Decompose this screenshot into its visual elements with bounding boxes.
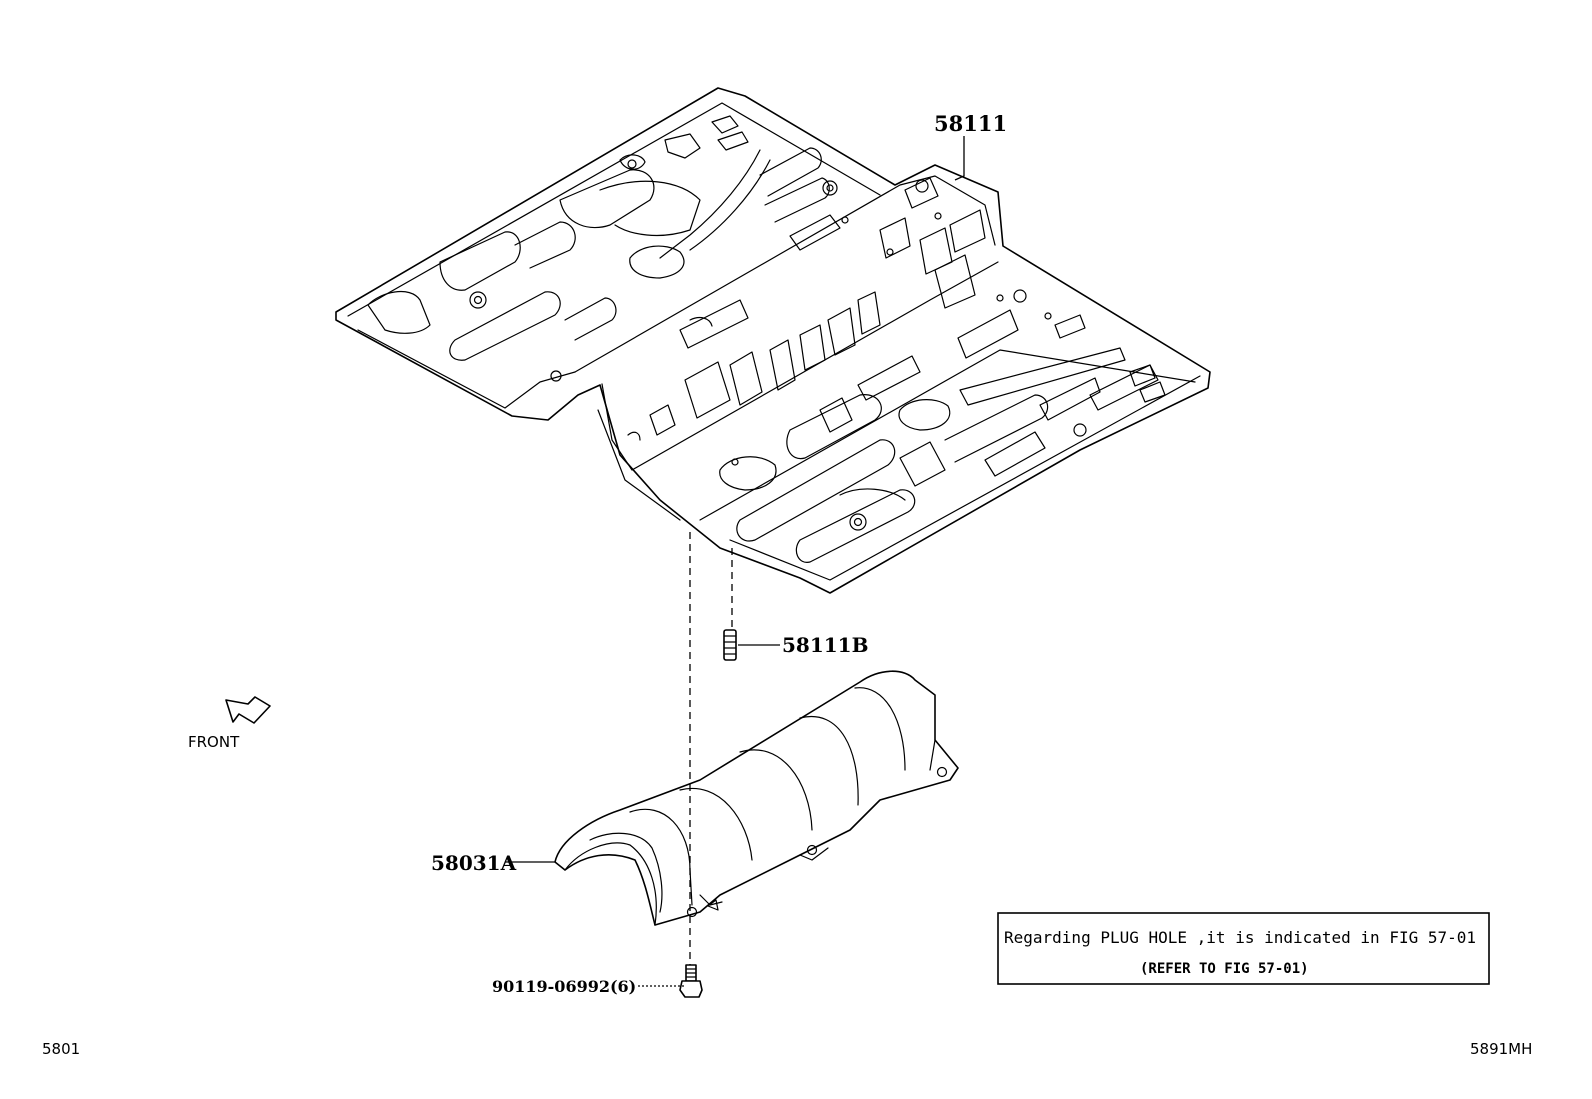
front-label: FRONT bbox=[188, 733, 240, 751]
footer-right-code: 5891MH bbox=[1470, 1040, 1532, 1058]
note-line-2[interactable]: (REFER TO FIG 57-01) bbox=[1140, 961, 1309, 977]
note-line-1: Regarding PLUG HOLE ,it is indicated in … bbox=[1004, 928, 1476, 947]
part-label-heat-insulator[interactable]: 58031A bbox=[431, 851, 517, 875]
front-arrow-icon bbox=[225, 696, 271, 724]
floor-pan-drawing bbox=[335, 87, 1211, 594]
plug-drawing bbox=[723, 548, 737, 661]
part-label-floor-pan[interactable]: 58111 bbox=[934, 111, 1007, 136]
part-label-bolt[interactable]: 90119-06992(6) bbox=[492, 977, 636, 996]
leader-floor-pan bbox=[954, 136, 965, 181]
footer-left-code: 5801 bbox=[42, 1040, 80, 1058]
note-box: Regarding PLUG HOLE ,it is indicated in … bbox=[997, 912, 1490, 985]
bolt-drawing bbox=[679, 964, 703, 998]
part-label-plug[interactable]: 58111B bbox=[782, 633, 868, 657]
heat-insulator-drawing bbox=[554, 670, 959, 926]
